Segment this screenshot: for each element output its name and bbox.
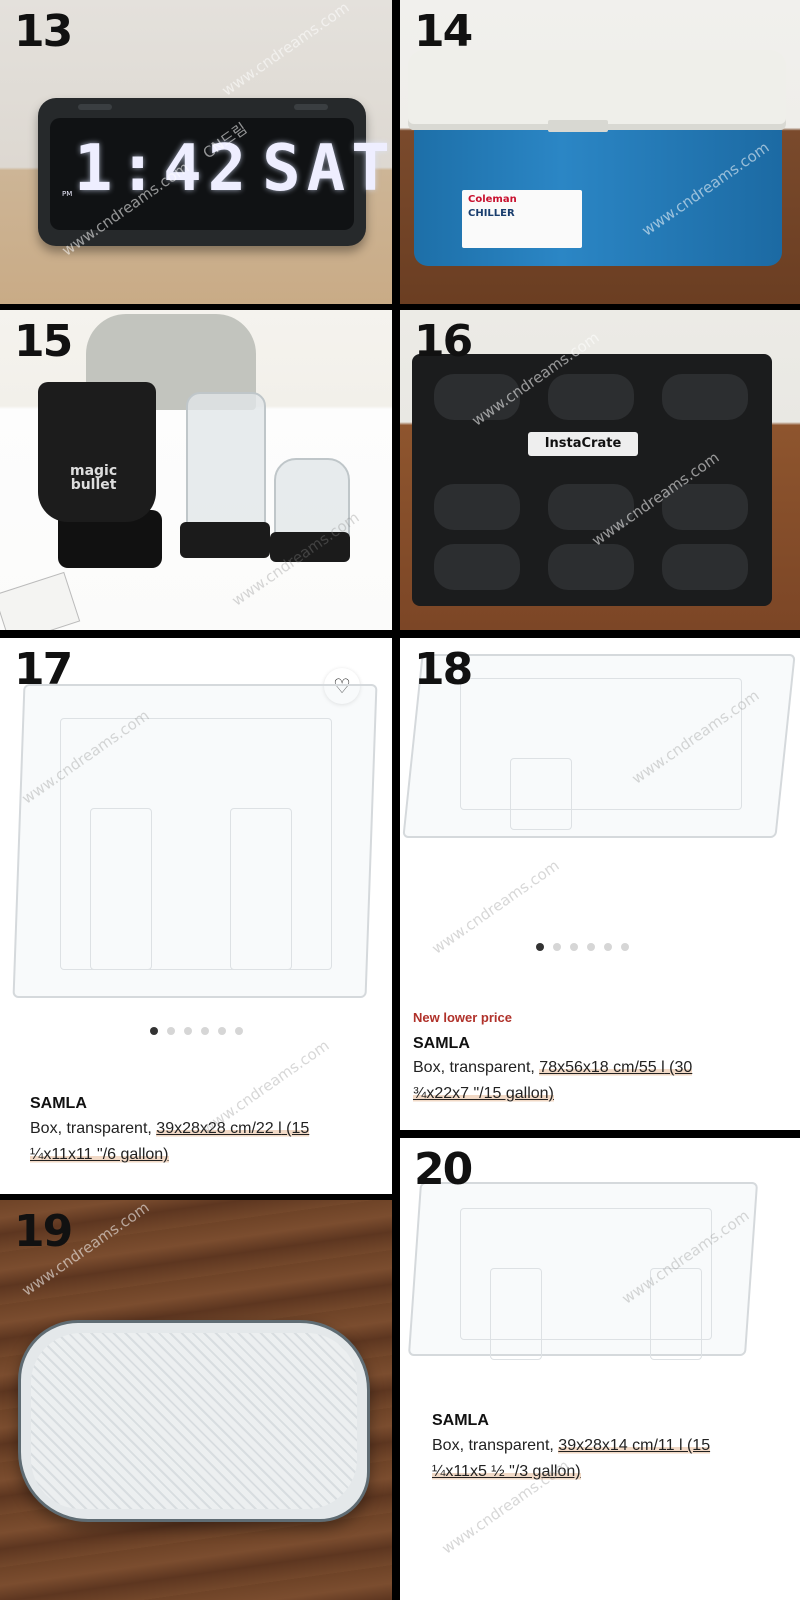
panel-number: 15: [14, 316, 73, 367]
clock-button: [294, 104, 328, 110]
blender-cup-short: [274, 458, 350, 540]
panel-number: 19: [14, 1206, 73, 1257]
carousel-dot[interactable]: [218, 1027, 226, 1035]
carousel-dot[interactable]: [201, 1027, 209, 1035]
panel-16: 16 InstaCrate www.cndreams.com www.cndre…: [400, 310, 800, 630]
panel-number: 20: [414, 1144, 473, 1195]
promo-label: New lower price: [413, 1010, 512, 1025]
carousel-dot[interactable]: [184, 1027, 192, 1035]
product-size-link[interactable]: 39x28x14 cm/11 l: [558, 1437, 683, 1454]
clock-display: [50, 118, 354, 230]
watermark: www.cndreams.com: [218, 0, 353, 100]
panel-14: 14 Coleman CHILLER www.cndreams.com: [400, 0, 800, 304]
pillow-image: [18, 1320, 370, 1522]
panel-number: 17: [14, 644, 73, 695]
panel-18: 18 New lower price SAMLA Box, transparen…: [400, 638, 800, 1130]
box-handle: [230, 808, 292, 970]
cooler-handle: [548, 120, 608, 132]
cooler-lid: [408, 50, 786, 130]
product-name: SAMLA: [413, 1035, 470, 1052]
instruction-card: [0, 571, 81, 630]
product-description: Box, transparent, 78x56x18 cm/55 l (30 ¾…: [413, 1059, 693, 1102]
panel-19: 19 www.cndreams.com: [0, 1200, 392, 1600]
blade-base: [180, 522, 270, 558]
collapsible-crate-image: InstaCrate: [412, 354, 772, 606]
cooler-brand: Coleman: [468, 194, 517, 205]
carousel-dots[interactable]: [150, 1027, 243, 1035]
panel-number: 18: [414, 644, 473, 695]
panel-number: 13: [14, 6, 73, 57]
panel-17: 17 ♡ SAMLA Box, transparent, 39x28x28 cm…: [0, 638, 392, 1194]
carousel-dot[interactable]: [604, 943, 612, 951]
product-size-imperial[interactable]: ¾x22x7 "/15 gallon): [413, 1085, 554, 1102]
box-handle: [510, 758, 572, 830]
cooler-label: Coleman CHILLER: [462, 190, 582, 248]
carousel-dot[interactable]: [235, 1027, 243, 1035]
heart-outline-icon[interactable]: ♡: [324, 668, 360, 704]
blade-base: [270, 532, 350, 562]
carousel-dot[interactable]: [553, 943, 561, 951]
box-handle: [90, 808, 152, 970]
carousel-dot[interactable]: [570, 943, 578, 951]
box-handle: [650, 1268, 702, 1360]
carousel-dot[interactable]: [621, 943, 629, 951]
clock-meridiem: PM: [62, 190, 73, 198]
blender-cup-tall: [186, 392, 266, 536]
carousel-dot[interactable]: [536, 943, 544, 951]
box-inner: [460, 1208, 712, 1340]
product-name: SAMLA: [30, 1095, 87, 1112]
carousel-dot[interactable]: [167, 1027, 175, 1035]
product-description: Box, transparent, 39x28x14 cm/11 l (15 ¼…: [432, 1437, 711, 1480]
product-description: Box, transparent, 39x28x28 cm/22 l (15 ¼…: [30, 1120, 310, 1163]
cooler-model: CHILLER: [468, 208, 515, 219]
panel-number: 14: [414, 6, 473, 57]
panel-number: 16: [414, 316, 473, 367]
product-name: SAMLA: [432, 1412, 489, 1429]
panel-20: 20 SAMLA Box, transparent, 39x28x14 cm/1…: [400, 1138, 800, 1600]
product-size-imperial[interactable]: ¼x11x11 "/6 gallon): [30, 1146, 169, 1163]
product-size-link[interactable]: 39x28x28 cm/22 l: [156, 1120, 282, 1137]
crate-brand: InstaCrate: [528, 432, 638, 456]
product-size-imperial[interactable]: ¼x11x5 ½ "/3 gallon): [432, 1463, 581, 1480]
box-inner: [460, 678, 742, 810]
product-size-link[interactable]: 78x56x18 cm/55 l: [539, 1059, 665, 1076]
carousel-dot[interactable]: [150, 1027, 158, 1035]
carousel-dot[interactable]: [587, 943, 595, 951]
carousel-dots[interactable]: [536, 943, 629, 951]
clock-button: [78, 104, 112, 110]
box-handle: [490, 1268, 542, 1360]
box-inner: [60, 718, 332, 970]
